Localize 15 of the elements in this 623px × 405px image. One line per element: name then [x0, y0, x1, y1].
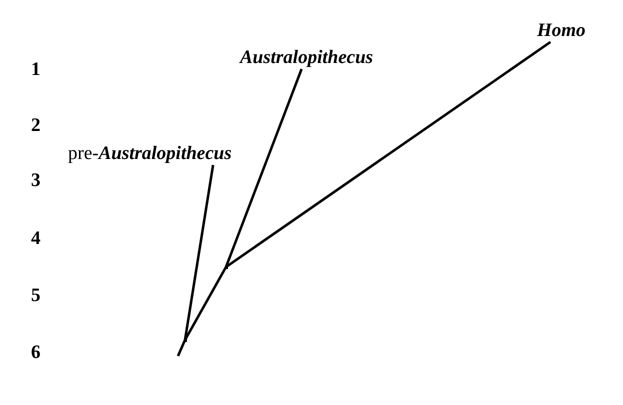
time-scale-number: 6 [31, 342, 40, 364]
time-scale-number: 4 [31, 228, 40, 250]
branch-line [176, 340, 186, 356]
taxon-label: Homo [537, 20, 586, 42]
taxon-label: Australopithecus [240, 47, 374, 69]
taxon-label: pre-Australopithecus [68, 143, 232, 165]
time-scale-number: 5 [31, 285, 40, 307]
branch-point [184, 338, 186, 342]
time-scale-number: 3 [31, 170, 40, 192]
time-scale-number: 2 [31, 115, 40, 137]
branch-line [224, 68, 303, 268]
time-scale-number: 1 [31, 59, 40, 81]
branch-line [225, 40, 552, 268]
branch-line [184, 164, 214, 340]
branch-line [184, 266, 228, 341]
